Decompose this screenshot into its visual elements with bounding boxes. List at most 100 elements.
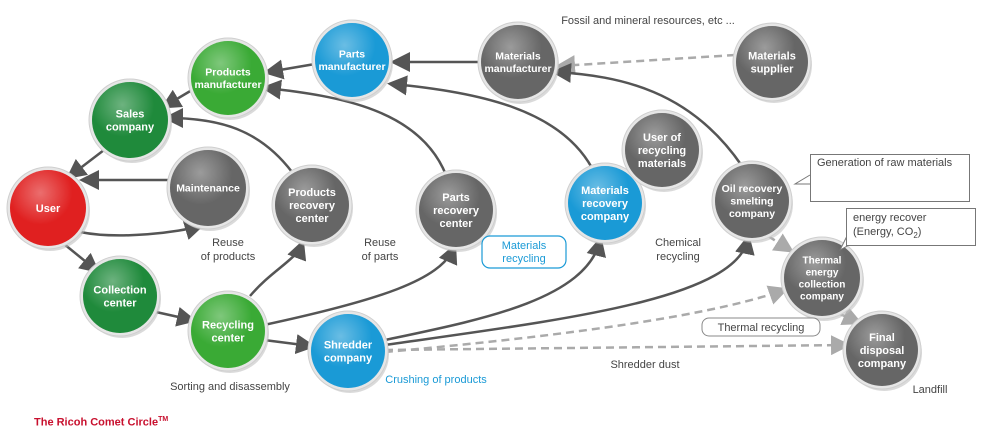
- materials-recycling-label-2: recycling: [502, 253, 545, 265]
- node-matsup-label-0: Materials: [748, 50, 796, 62]
- node-partsrec-label-1: recovery: [433, 205, 480, 217]
- node-prodrec-label-0: Products: [288, 187, 336, 199]
- node-collect-label-0: Collection: [93, 284, 146, 296]
- node-user: User: [6, 166, 90, 251]
- arrow-partsrec-to-prodmfr: [261, 79, 448, 176]
- arrow-recycle-to-partsrec: [263, 243, 458, 327]
- node-prodrec-label-1: recovery: [289, 200, 336, 212]
- materials-recycling-label-1: Materials: [502, 240, 547, 252]
- node-final-shine: [846, 314, 918, 386]
- node-collect-shine: [83, 259, 157, 333]
- node-recycle-label-1: center: [211, 332, 245, 344]
- node-partsmfr-label-1: manufacturer: [318, 61, 385, 73]
- node-matmfr-label-0: Materials: [495, 50, 541, 62]
- node-prodmfr-label-0: Products: [205, 66, 251, 78]
- energy-recover-line2: (Energy, CO2): [853, 225, 969, 243]
- arrow-recycle-to-shredder: [263, 334, 316, 355]
- raw-materials-callout: Generation of raw materials: [810, 154, 970, 202]
- node-sales-label-1: company: [106, 121, 155, 133]
- arrow-user-to-collect: [63, 243, 100, 274]
- node-matrec-shine: [568, 166, 642, 240]
- node-matrec-label-1: recovery: [582, 198, 629, 210]
- arrow-partsmfr-to-prodmfr: [263, 59, 316, 80]
- node-thermal-shine: [784, 240, 860, 316]
- reuse-of-products-label-2: of products: [201, 251, 256, 263]
- diagram-title-text: The Ricoh Comet Circle: [34, 416, 159, 429]
- reuse-of-parts-label-1: Reuse: [364, 237, 396, 249]
- node-shredder-shine: [311, 314, 385, 388]
- node-userrec-label-1: recycling: [638, 145, 686, 157]
- arrow-sales-to-user: [66, 149, 105, 180]
- node-matsup-shine: [736, 26, 808, 98]
- node-partsrec-shine: [419, 173, 493, 247]
- energy-co2-subscript: 2: [913, 231, 918, 241]
- node-matmfr-label-1: manufacturer: [484, 63, 551, 75]
- node-oilrec-label-0: Oil recovery: [722, 183, 783, 195]
- arrow-matsup-to-matmfr: [555, 53, 736, 76]
- arrow-collect-to-recycle: [155, 306, 197, 327]
- node-maint: Maintenance: [166, 146, 250, 231]
- node-partsrec-label-2: center: [439, 218, 473, 230]
- energy-recover-line1: energy recover: [853, 212, 927, 224]
- node-matrec-label-2: company: [581, 211, 630, 223]
- node-userrec-label-2: materials: [638, 158, 686, 170]
- node-maint-shine: [170, 150, 246, 226]
- node-userrec-label-0: User of: [643, 132, 681, 144]
- node-prodrec-shine: [275, 168, 349, 242]
- node-sales-label-0: Sales: [116, 108, 145, 120]
- arrow-oilrec-to-matmfr: [551, 62, 744, 167]
- trademark-mark: TM: [158, 416, 169, 423]
- reuse-of-products-label-1: Reuse: [212, 237, 244, 249]
- node-matsup-label-1: supplier: [751, 63, 795, 75]
- node-shredder-label-1: company: [324, 352, 373, 364]
- node-partsrec-label-0: Parts: [442, 192, 470, 204]
- node-final-label-2: company: [858, 358, 907, 370]
- arrow-shredder-to-matrec: [384, 236, 606, 342]
- node-user-label-0: User: [36, 203, 61, 215]
- node-userrec-shine: [625, 113, 699, 187]
- crushing-products-label: Crushing of products: [385, 374, 487, 386]
- arrow-shredder-to-final: [384, 335, 851, 356]
- node-thermal-label-3: company: [800, 292, 844, 303]
- fossil-resources-label: Fossil and mineral resources, etc ...: [561, 15, 735, 27]
- node-matrec-label-0: Materials: [581, 185, 629, 197]
- chemical-recycling-label-2: recycling: [656, 251, 699, 263]
- arrow-prodmfr-to-sales: [160, 88, 193, 109]
- shredder-dust-label: Shredder dust: [610, 359, 679, 371]
- sorting-disassembly-label: Sorting and disassembly: [170, 381, 290, 393]
- landfill-label: Landfill: [913, 384, 948, 396]
- node-user-shine: [10, 170, 86, 246]
- raw-materials-text: Generation of raw materials: [817, 157, 953, 169]
- thermal-recycling-label: Thermal recycling: [718, 322, 805, 334]
- energy-close-paren: ): [917, 226, 922, 238]
- flow-arrows: [63, 52, 863, 356]
- energy-recover-callout: energy recover (Energy, CO2): [846, 208, 976, 246]
- node-final-label-1: disposal: [860, 345, 905, 357]
- node-oilrec-shine: [715, 164, 789, 238]
- arrow-user-to-maint: [79, 220, 205, 240]
- node-maint-label-0: Maintenance: [176, 183, 240, 195]
- node-thermal-label-1: energy: [806, 268, 839, 279]
- arrow-matrec-to-partsmfr: [387, 75, 594, 169]
- node-recycle-label-0: Recycling: [202, 319, 254, 331]
- raw-callout-pointer: [793, 174, 812, 185]
- node-prodmfr-shine: [191, 41, 265, 115]
- diagram-title: The Ricoh Comet CircleTM: [34, 416, 168, 429]
- arrow-shredder-to-thermal: [384, 285, 789, 354]
- node-partsmfr-label-0: Parts: [339, 48, 365, 60]
